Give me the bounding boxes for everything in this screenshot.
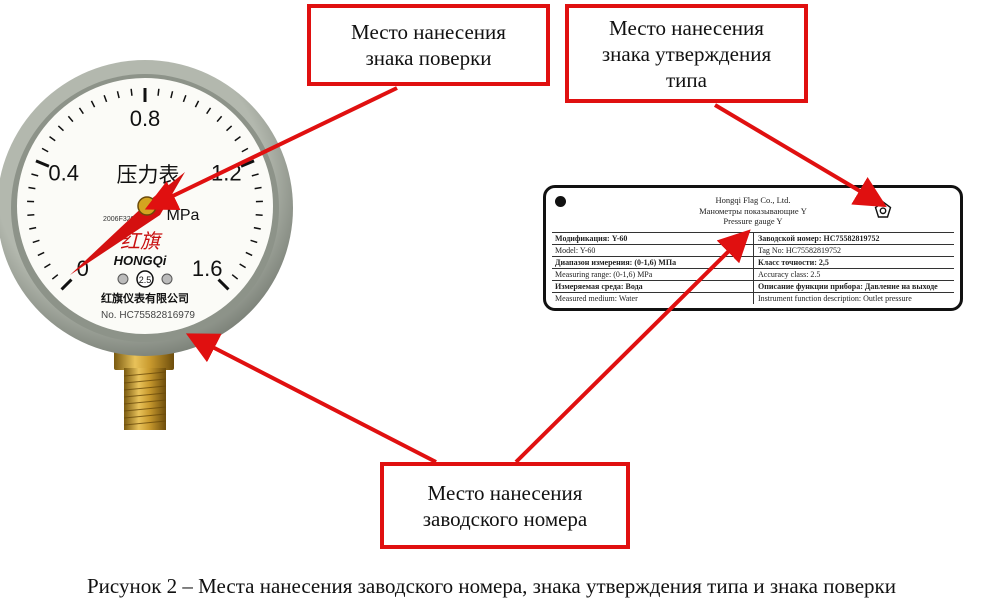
dial-label: 1.6 (192, 256, 223, 281)
dial-minor-tick (130, 88, 133, 96)
dial-minor-tick (28, 186, 36, 190)
plate-row: Диапазон измерения: (0-1,6) МПа Класс точ… (552, 256, 954, 268)
dial-minor-tick (231, 274, 239, 280)
dial-minor-tick (37, 251, 45, 257)
plate-row: Measured medium: Water Instrument functio… (552, 292, 954, 304)
dial-minor-tick (49, 136, 56, 142)
dial-minor-tick (250, 239, 258, 244)
plate-cell: Заводской номер: HC75582819752 (753, 233, 954, 244)
dial-minor-tick (43, 263, 51, 269)
dial-minor-tick (51, 274, 59, 280)
plate-cell: Model: Y-60 (555, 246, 596, 255)
dial-minor-tick (116, 91, 120, 99)
gauge-serial: No. HC75582816979 (101, 310, 195, 321)
dial-minor-tick (32, 239, 40, 244)
dial-minor-tick (78, 107, 84, 115)
gauge-cert: 2006F329-33 (103, 216, 145, 223)
dial-major-tick (35, 159, 50, 168)
dial-label: 1.2 (211, 160, 242, 185)
dial-minor-tick (57, 125, 64, 132)
dial-label: 0.8 (130, 106, 161, 131)
gauge-class: 2.5 (139, 275, 152, 285)
plate-cell: Tag No: HC75582819752 (753, 245, 954, 256)
plate-row: Модификация: Y-60 Заводской номер: HC7558… (552, 232, 954, 244)
plate-row: Измеряемая среда: Вода Описание функции п… (552, 280, 954, 292)
callout-line: знака утверждения (601, 41, 772, 66)
dial-minor-tick (103, 95, 108, 103)
plate-row: Measuring range: (0-1,6) MPa Accuracy cla… (552, 268, 954, 280)
plate-cell: Измеряемая среда: Вода (555, 282, 643, 291)
plate-company: Hongqi Flag Co., Ltd. (715, 195, 791, 205)
plate-cell: Accuracy class: 2.5 (753, 269, 954, 280)
dial-minor-tick (239, 263, 247, 269)
dial-minor-tick (253, 226, 261, 230)
plate-row: Model: Y-60 Tag No: HC75582819752 (552, 244, 954, 256)
type-approval-mark-icon (874, 201, 892, 218)
plate-name-en: Pressure gauge Y (723, 216, 783, 226)
callout-line: Место нанесения (609, 15, 764, 40)
plate-cell: Measuring range: (0-1,6) MPa (555, 270, 653, 279)
callout-type-approval-mark: Место нанесения знака утверждения типа (565, 4, 808, 103)
callout-line: знака поверки (365, 46, 492, 70)
callout-serial-number: Место нанесения заводского номера (380, 462, 630, 549)
plate-cell: Диапазон измерения: (0-1,6) МПа (555, 258, 677, 267)
dial-minor-tick (157, 88, 160, 96)
plate-cell: Модификация: Y-60 (555, 234, 628, 243)
dial-major-tick (217, 278, 230, 291)
gauge-brand: HONGQi (114, 253, 167, 268)
dial-minor-tick (255, 213, 263, 217)
figure-caption: Рисунок 2 – Места нанесения заводского н… (87, 574, 896, 598)
dial-minor-tick (245, 251, 253, 257)
type-plate: Hongqi Flag Co., Ltd. Манометры показыва… (543, 185, 963, 311)
gauge-title: 压力表 (117, 163, 180, 187)
dial-label: 0.4 (48, 160, 79, 185)
plate-mount-hole (555, 196, 566, 207)
plate-cell: Класс точности: 2,5 (753, 257, 954, 268)
dial-major-tick (60, 278, 73, 291)
plate-cell: Описание функции прибора: Давление на вы… (753, 281, 954, 292)
callout-line: заводского номера (422, 506, 588, 531)
dial-minor-tick (29, 226, 37, 230)
dial-minor-tick (31, 173, 39, 177)
plate-cell: Instrument function description: Outlet … (753, 293, 954, 304)
callout-verification-mark: Место нанесения знака поверки (307, 4, 550, 86)
plate-name-ru: Манометры показывающие Y (699, 205, 807, 216)
gauge-maker: 红旗仪表有限公司 (101, 291, 189, 305)
dial-minor-tick (41, 147, 49, 153)
callout-line: Место нанесения (351, 20, 506, 44)
plate-cell: Measured medium: Water (555, 294, 638, 303)
plate-spec-table: Модификация: Y-60 Заводской номер: HC7558… (552, 232, 954, 304)
dial-minor-tick (27, 213, 35, 217)
callout-line: типа (666, 67, 707, 92)
gauge-unit: MPa (167, 207, 200, 224)
dial-minor-tick (67, 115, 74, 123)
callout-line: Место нанесения (427, 480, 583, 505)
dial-minor-tick (90, 100, 96, 108)
fitting-thread (124, 368, 166, 430)
